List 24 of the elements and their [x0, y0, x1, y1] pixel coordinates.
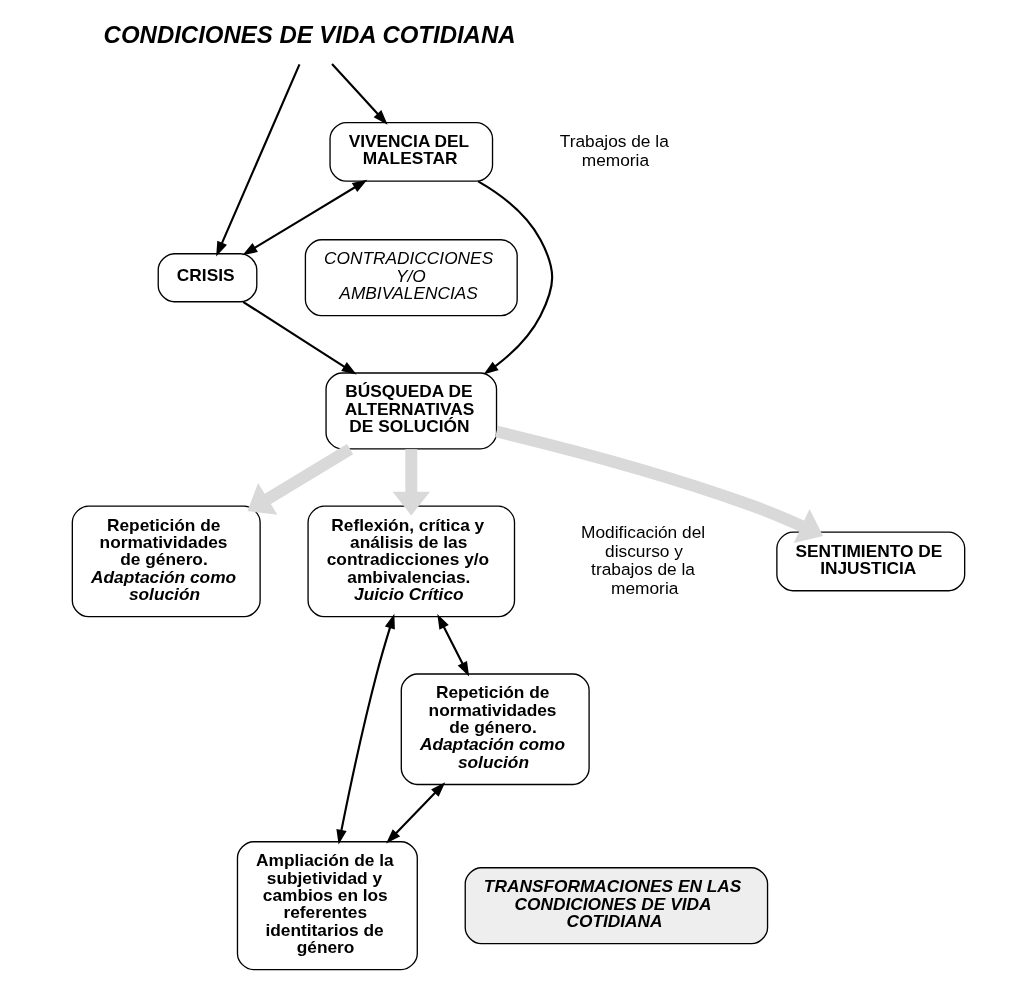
arrow [436, 613, 469, 677]
label: Trabajos de la memoria [559, 131, 669, 170]
arrow [330, 63, 388, 125]
arrow [247, 444, 353, 515]
node-box: BÚSQUEDA DE ALTERNATIVAS DE SOLUCIÓN [324, 372, 497, 450]
node-box: Ampliación de la subjetividad y cambios en los referentes identitarios de género [236, 841, 418, 971]
node-text: CONDICIONES DE VIDA COTIDIANA [103, 21, 516, 49]
node-box: CONTRADICCIONES Y/O AMBIVALENCIAS [304, 239, 518, 317]
node-box: SENTIMIENTO DE INJUSTICIA [775, 531, 965, 592]
arrow [494, 425, 823, 543]
arrow [385, 782, 445, 844]
arrow [477, 180, 553, 375]
arrow [241, 300, 357, 375]
arrow [392, 449, 430, 516]
node-box: Repetición de normatividades de género. Adaptación como solución [71, 505, 261, 618]
node-box: CRISIS [157, 253, 257, 303]
arrow [215, 64, 300, 257]
node-box: VIVENCIA DEL MALESTAR [328, 121, 493, 182]
node-box: TRANSFORMACIONES EN LAS CONDICIONES DE VIDA COTIDIANA [464, 867, 768, 945]
node-box: Reflexión, crítica y análisis de las contradicciones y/o ambivalencias. Juicio Crítico [306, 505, 515, 618]
node-box: Repetición de normatividades de género. Adaptación como solución [400, 673, 590, 786]
arrow [335, 613, 395, 845]
arrow [241, 179, 367, 256]
label: Modificación del discurso y trabajos de la memoria [580, 521, 705, 598]
